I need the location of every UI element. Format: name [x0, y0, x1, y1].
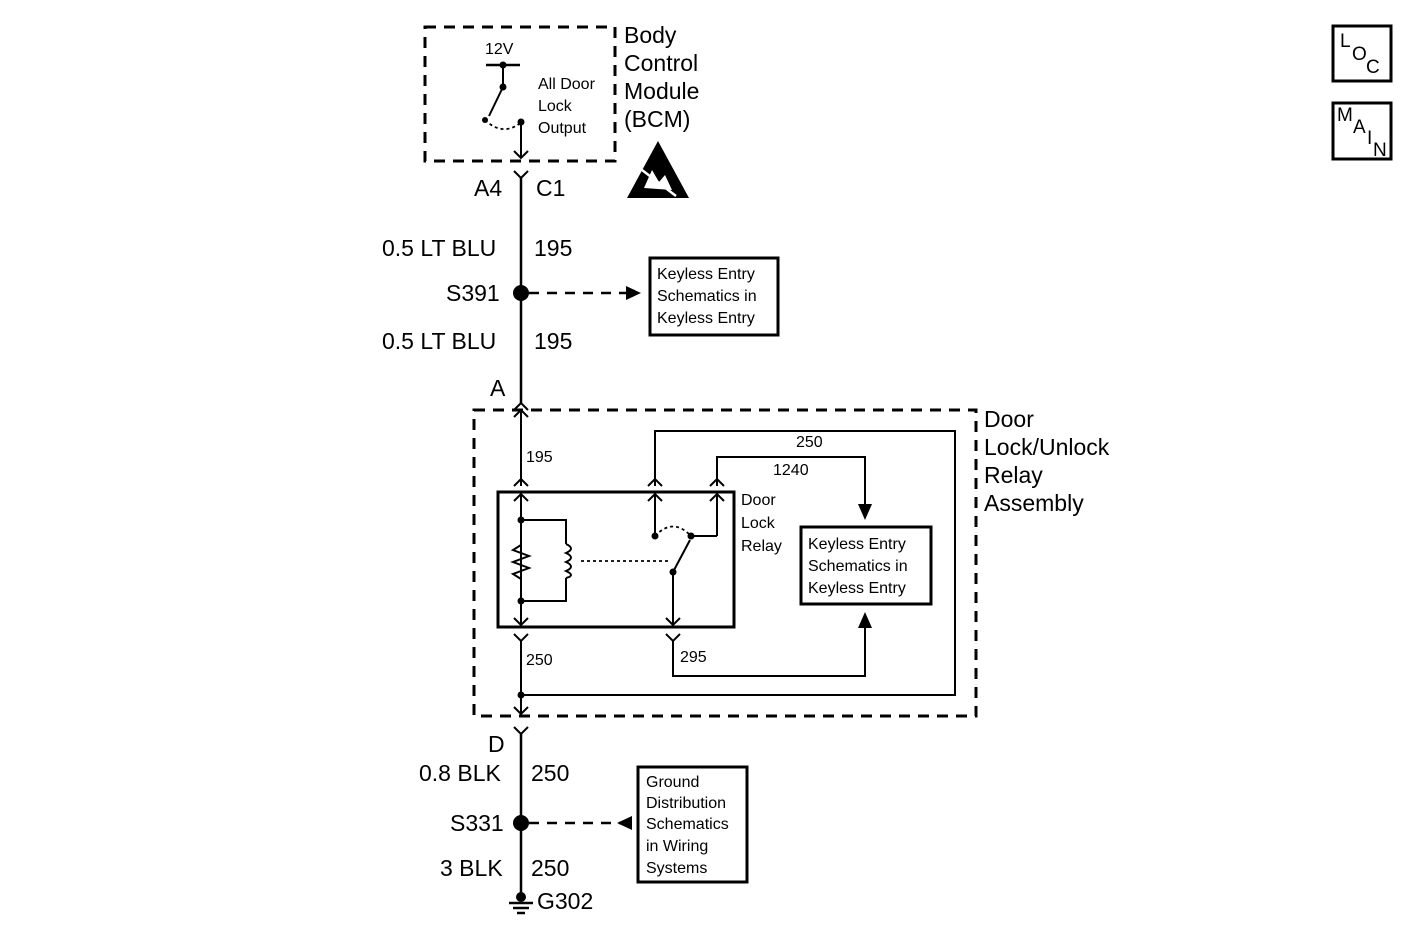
ground-ref-line-4: in Wiring: [646, 838, 708, 855]
relay-circuit-250-out: 250: [526, 652, 553, 669]
bcm-title-line-4: (BCM): [624, 106, 690, 132]
relay-pin-in-label: A: [490, 375, 506, 401]
relay-label-1: Door: [741, 492, 776, 509]
relay-circuit-195: 195: [526, 449, 553, 466]
ground-ref-line-5: Systems: [646, 860, 707, 877]
bcm-title-line-1: Body: [624, 22, 677, 48]
s331-reference-arrow: [617, 816, 632, 830]
relay-label-2: Lock: [741, 515, 776, 532]
ground-ref-line-2: Distribution: [646, 795, 726, 812]
s391-reference-arrow: [626, 286, 641, 300]
relay-coil-icon: [563, 543, 572, 579]
connector-d-symbol: [513, 726, 529, 736]
ground-g302-label: G302: [537, 888, 593, 914]
ground-icon: [509, 892, 533, 915]
connector-a-symbol: [513, 401, 529, 411]
main-letter-4: N: [1373, 140, 1387, 161]
upper-top-circuit: 195: [534, 235, 572, 261]
bcm-boundary: [423, 25, 617, 163]
relay-assembly-title-1: Door: [984, 406, 1034, 432]
keyless-ref-1-line-2: Schematics in: [657, 288, 757, 305]
main-letter-3: I: [1367, 128, 1372, 149]
relay-assembly: Door Lock/Unlock Relay Assembly 195 250 …: [472, 406, 1110, 718]
main-button[interactable]: M A I N: [1331, 101, 1393, 161]
loc-letter-3: C: [1366, 57, 1380, 78]
door-lock-relay: [496, 490, 736, 629]
keyless-entry-reference-1[interactable]: Keyless Entry Schematics in Keyless Entr…: [648, 256, 780, 337]
relay-circuit-250-top: 250: [796, 434, 823, 451]
relay-label-3: Relay: [741, 538, 782, 555]
splice-s391-label: S391: [446, 280, 500, 306]
relay-circuit-295: 295: [680, 649, 707, 666]
relay-switch-blade: [672, 539, 691, 573]
splice-s331-node: [513, 815, 529, 831]
lower-bottom-circuit: 250: [531, 855, 569, 881]
splice-s391-node: [513, 285, 529, 301]
bcm-module: Body Control Module (BCM) 12V All Door L…: [423, 22, 699, 198]
relay-pin-out-label: D: [488, 731, 505, 757]
bcm-connector-label: C1: [536, 175, 565, 201]
internal-295-wire: [672, 626, 866, 677]
upper-bottom-gauge: 0.5 LT BLU: [382, 328, 496, 354]
main-letter-2: A: [1353, 117, 1366, 138]
internal-250-loop: [521, 430, 956, 696]
keyless-ref-2-line-1: Keyless Entry: [808, 536, 906, 553]
keyless-ref-1-line-1: Keyless Entry: [657, 266, 755, 283]
connector-c1-symbol: [513, 170, 529, 180]
switch-travel: [484, 119, 520, 130]
relay-circuit-1240: 1240: [773, 462, 809, 479]
keyless-ref-1-line-3: Keyless Entry: [657, 310, 755, 327]
lower-top-circuit: 250: [531, 760, 569, 786]
bcm-output-arrow: [513, 150, 529, 160]
relay-assembly-title-3: Relay: [984, 462, 1043, 488]
switch-blade: [488, 86, 504, 117]
relay-assembly-title-4: Assembly: [984, 490, 1084, 516]
bcm-title-line-3: Module: [624, 78, 699, 104]
relay-assembly-title-2: Lock/Unlock: [984, 434, 1110, 460]
main-letter-1: M: [1337, 105, 1353, 126]
lower-bottom-gauge: 3 BLK: [440, 855, 503, 881]
bcm-pin-label: A4: [474, 175, 502, 201]
keyless-ref-2-line-3: Keyless Entry: [808, 580, 906, 597]
bcm-output-line-2: Lock: [538, 98, 573, 115]
lower-top-gauge: 0.8 BLK: [419, 760, 501, 786]
bcm-output-line-3: Output: [538, 120, 587, 137]
bcm-title-line-2: Control: [624, 50, 698, 76]
keyless-entry-reference-2[interactable]: Keyless Entry Schematics in Keyless Entr…: [799, 525, 933, 606]
loc-letter-1: L: [1340, 31, 1351, 52]
keyless-ref-2-line-2: Schematics in: [808, 558, 908, 575]
ground-distribution-reference[interactable]: Ground Distribution Schematics in Wiring…: [636, 765, 749, 884]
relay-assembly-boundary: [472, 408, 978, 718]
supply-node: [499, 61, 507, 69]
loc-letter-2: O: [1352, 44, 1367, 65]
loc-button[interactable]: L O C: [1331, 24, 1393, 83]
suppression-resistor-icon: [510, 544, 532, 580]
splice-s331-label: S331: [450, 810, 504, 836]
bcm-output-line-1: All Door: [538, 76, 596, 93]
upper-bottom-circuit: 195: [534, 328, 572, 354]
ground-ref-line-3: Schematics: [646, 816, 729, 833]
esd-warning-icon: [627, 141, 689, 198]
internal-1240-wire: [716, 456, 866, 512]
upper-top-gauge: 0.5 LT BLU: [382, 235, 496, 261]
bcm-supply-label: 12V: [485, 41, 514, 58]
ground-ref-line-1: Ground: [646, 774, 699, 791]
